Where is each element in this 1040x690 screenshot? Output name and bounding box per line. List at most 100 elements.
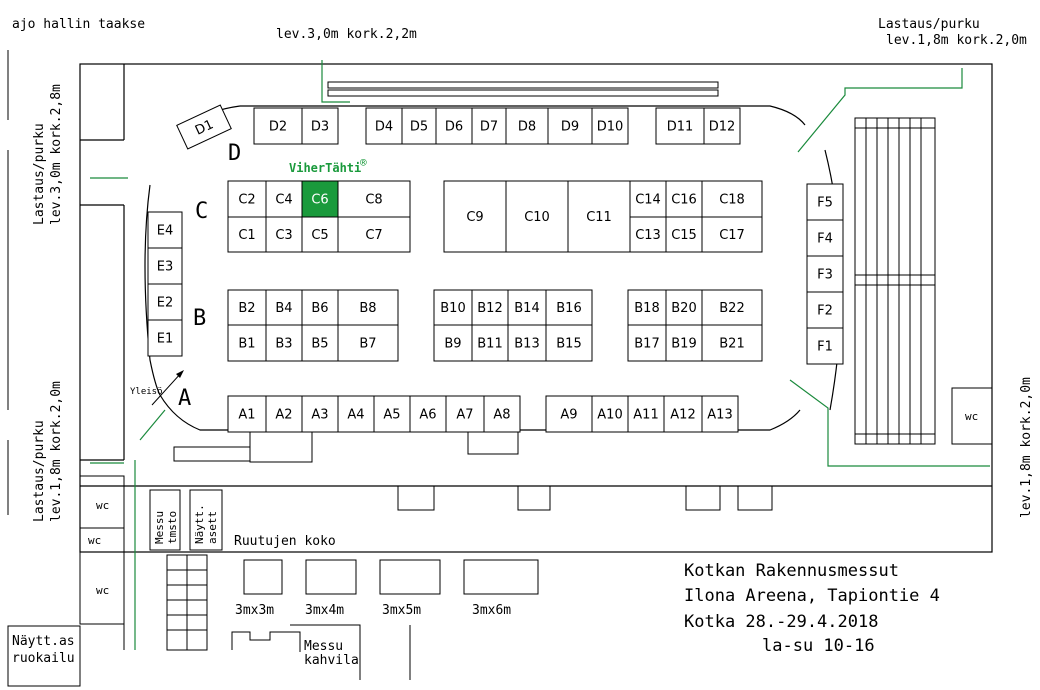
booth-label: D8 [518,120,536,135]
booth-c15[interactable]: C15 [665,216,703,253]
booth-c6[interactable]: C6 [301,180,339,218]
booth-b19[interactable]: B19 [665,324,703,362]
booth-label: B16 [556,301,581,316]
size-label-3x4: 3mx4m [305,603,344,618]
booth-label: B13 [514,337,539,352]
booth-d3[interactable]: D3 [301,107,339,145]
booth-c18[interactable]: C18 [701,180,763,218]
booth-b4[interactable]: B4 [265,289,303,326]
booth-b2[interactable]: B2 [227,289,267,326]
green-routes [90,60,990,650]
booth-b7[interactable]: B7 [337,324,399,362]
booth-a6[interactable]: A6 [409,395,447,433]
booth-b18[interactable]: B18 [627,289,667,326]
booth-c7[interactable]: C7 [337,216,411,253]
booth-b21[interactable]: B21 [701,324,763,362]
booth-d5[interactable]: D5 [401,107,437,145]
left-upper-loading-dims: lev.3,0m kork.2,8m [49,84,64,225]
booth-a8[interactable]: A8 [483,395,521,433]
booth-e4[interactable]: E4 [147,211,183,249]
booth-b1[interactable]: B1 [227,324,267,362]
booth-d8[interactable]: D8 [505,107,549,145]
booth-d11[interactable]: D11 [655,107,705,145]
booth-c17[interactable]: C17 [701,216,763,253]
booth-f5[interactable]: F5 [806,183,844,221]
booth-b10[interactable]: B10 [433,289,473,326]
booth-c8[interactable]: C8 [337,180,411,218]
booth-e3[interactable]: E3 [147,247,183,285]
booth-b15[interactable]: B15 [545,324,593,362]
booth-b17[interactable]: B17 [627,324,667,362]
booth-c16[interactable]: C16 [665,180,703,218]
booth-b22[interactable]: B22 [701,289,763,326]
booth-a7[interactable]: A7 [445,395,485,433]
booth-b11[interactable]: B11 [471,324,509,362]
booth-label: D1 [193,117,216,138]
booth-b13[interactable]: B13 [507,324,547,362]
booth-label: E1 [157,332,174,347]
booth-b14[interactable]: B14 [507,289,547,326]
booth-b8[interactable]: B8 [337,289,399,326]
booth-b20[interactable]: B20 [665,289,703,326]
booth-f4[interactable]: F4 [806,219,844,257]
booth-b16[interactable]: B16 [545,289,593,326]
booth-c2[interactable]: C2 [227,180,267,218]
booth-a1[interactable]: A1 [227,395,267,433]
booth-c5[interactable]: C5 [301,216,339,253]
event-dates: Kotka 28.-29.4.2018 [684,612,878,632]
booth-label: D6 [445,120,463,135]
booth-d4[interactable]: D4 [365,107,403,145]
booth-label: F5 [817,196,833,211]
booth-d10[interactable]: D10 [591,107,629,145]
booth-c9[interactable]: C9 [443,180,507,253]
booth-a13[interactable]: A13 [701,395,739,433]
booth-f3[interactable]: F3 [806,255,844,293]
booth-label: B11 [477,337,502,352]
booth-a2[interactable]: A2 [265,395,303,433]
booth-label: C11 [586,210,612,225]
booth-d12[interactable]: D12 [703,107,741,145]
booth-b5[interactable]: B5 [301,324,339,362]
booth-c11[interactable]: C11 [567,180,631,253]
booth-d2[interactable]: D2 [253,107,303,145]
booth-label: F2 [817,304,833,319]
booth-label: C10 [524,210,550,225]
booth-d7[interactable]: D7 [471,107,507,145]
booth-d9[interactable]: D9 [547,107,593,145]
booth-b3[interactable]: B3 [265,324,303,362]
booth-a5[interactable]: A5 [373,395,411,433]
booth-label: A5 [383,408,400,423]
booth-a9[interactable]: A9 [545,395,593,433]
wc-2: wc [88,534,101,547]
booth-a10[interactable]: A10 [591,395,629,433]
booth-label: A3 [311,408,328,423]
booth-f1[interactable]: F1 [806,327,844,365]
booth-e1[interactable]: E1 [147,319,183,357]
booth-c3[interactable]: C3 [265,216,303,253]
booth-label: B8 [359,301,376,316]
booth-c1[interactable]: C1 [227,216,267,253]
booth-f2[interactable]: F2 [806,291,844,329]
booth-a11[interactable]: A11 [627,395,665,433]
booth-a4[interactable]: A4 [337,395,375,433]
booth-label: A2 [275,408,292,423]
booth-label: B21 [719,337,744,352]
booth-c13[interactable]: C13 [629,216,667,253]
booth-label: B3 [275,337,292,352]
booth-d6[interactable]: D6 [435,107,473,145]
messu-toimisto-line2: tmsto [166,511,179,544]
booth-e2[interactable]: E2 [147,283,183,321]
ruokailu-line1: Näytt.as [12,634,75,649]
wc-1: wc [96,499,109,512]
booth-b12[interactable]: B12 [471,289,509,326]
booth-d1[interactable]: D1 [176,104,232,150]
booth-c14[interactable]: C14 [629,180,667,218]
booth-label: C3 [275,228,292,243]
booth-c4[interactable]: C4 [265,180,303,218]
booth-b6[interactable]: B6 [301,289,339,326]
booth-a12[interactable]: A12 [663,395,703,433]
booth-c10[interactable]: C10 [505,180,569,253]
booth-a3[interactable]: A3 [301,395,339,433]
sponsor-label: ViherTähti [289,161,361,175]
booth-b9[interactable]: B9 [433,324,473,362]
